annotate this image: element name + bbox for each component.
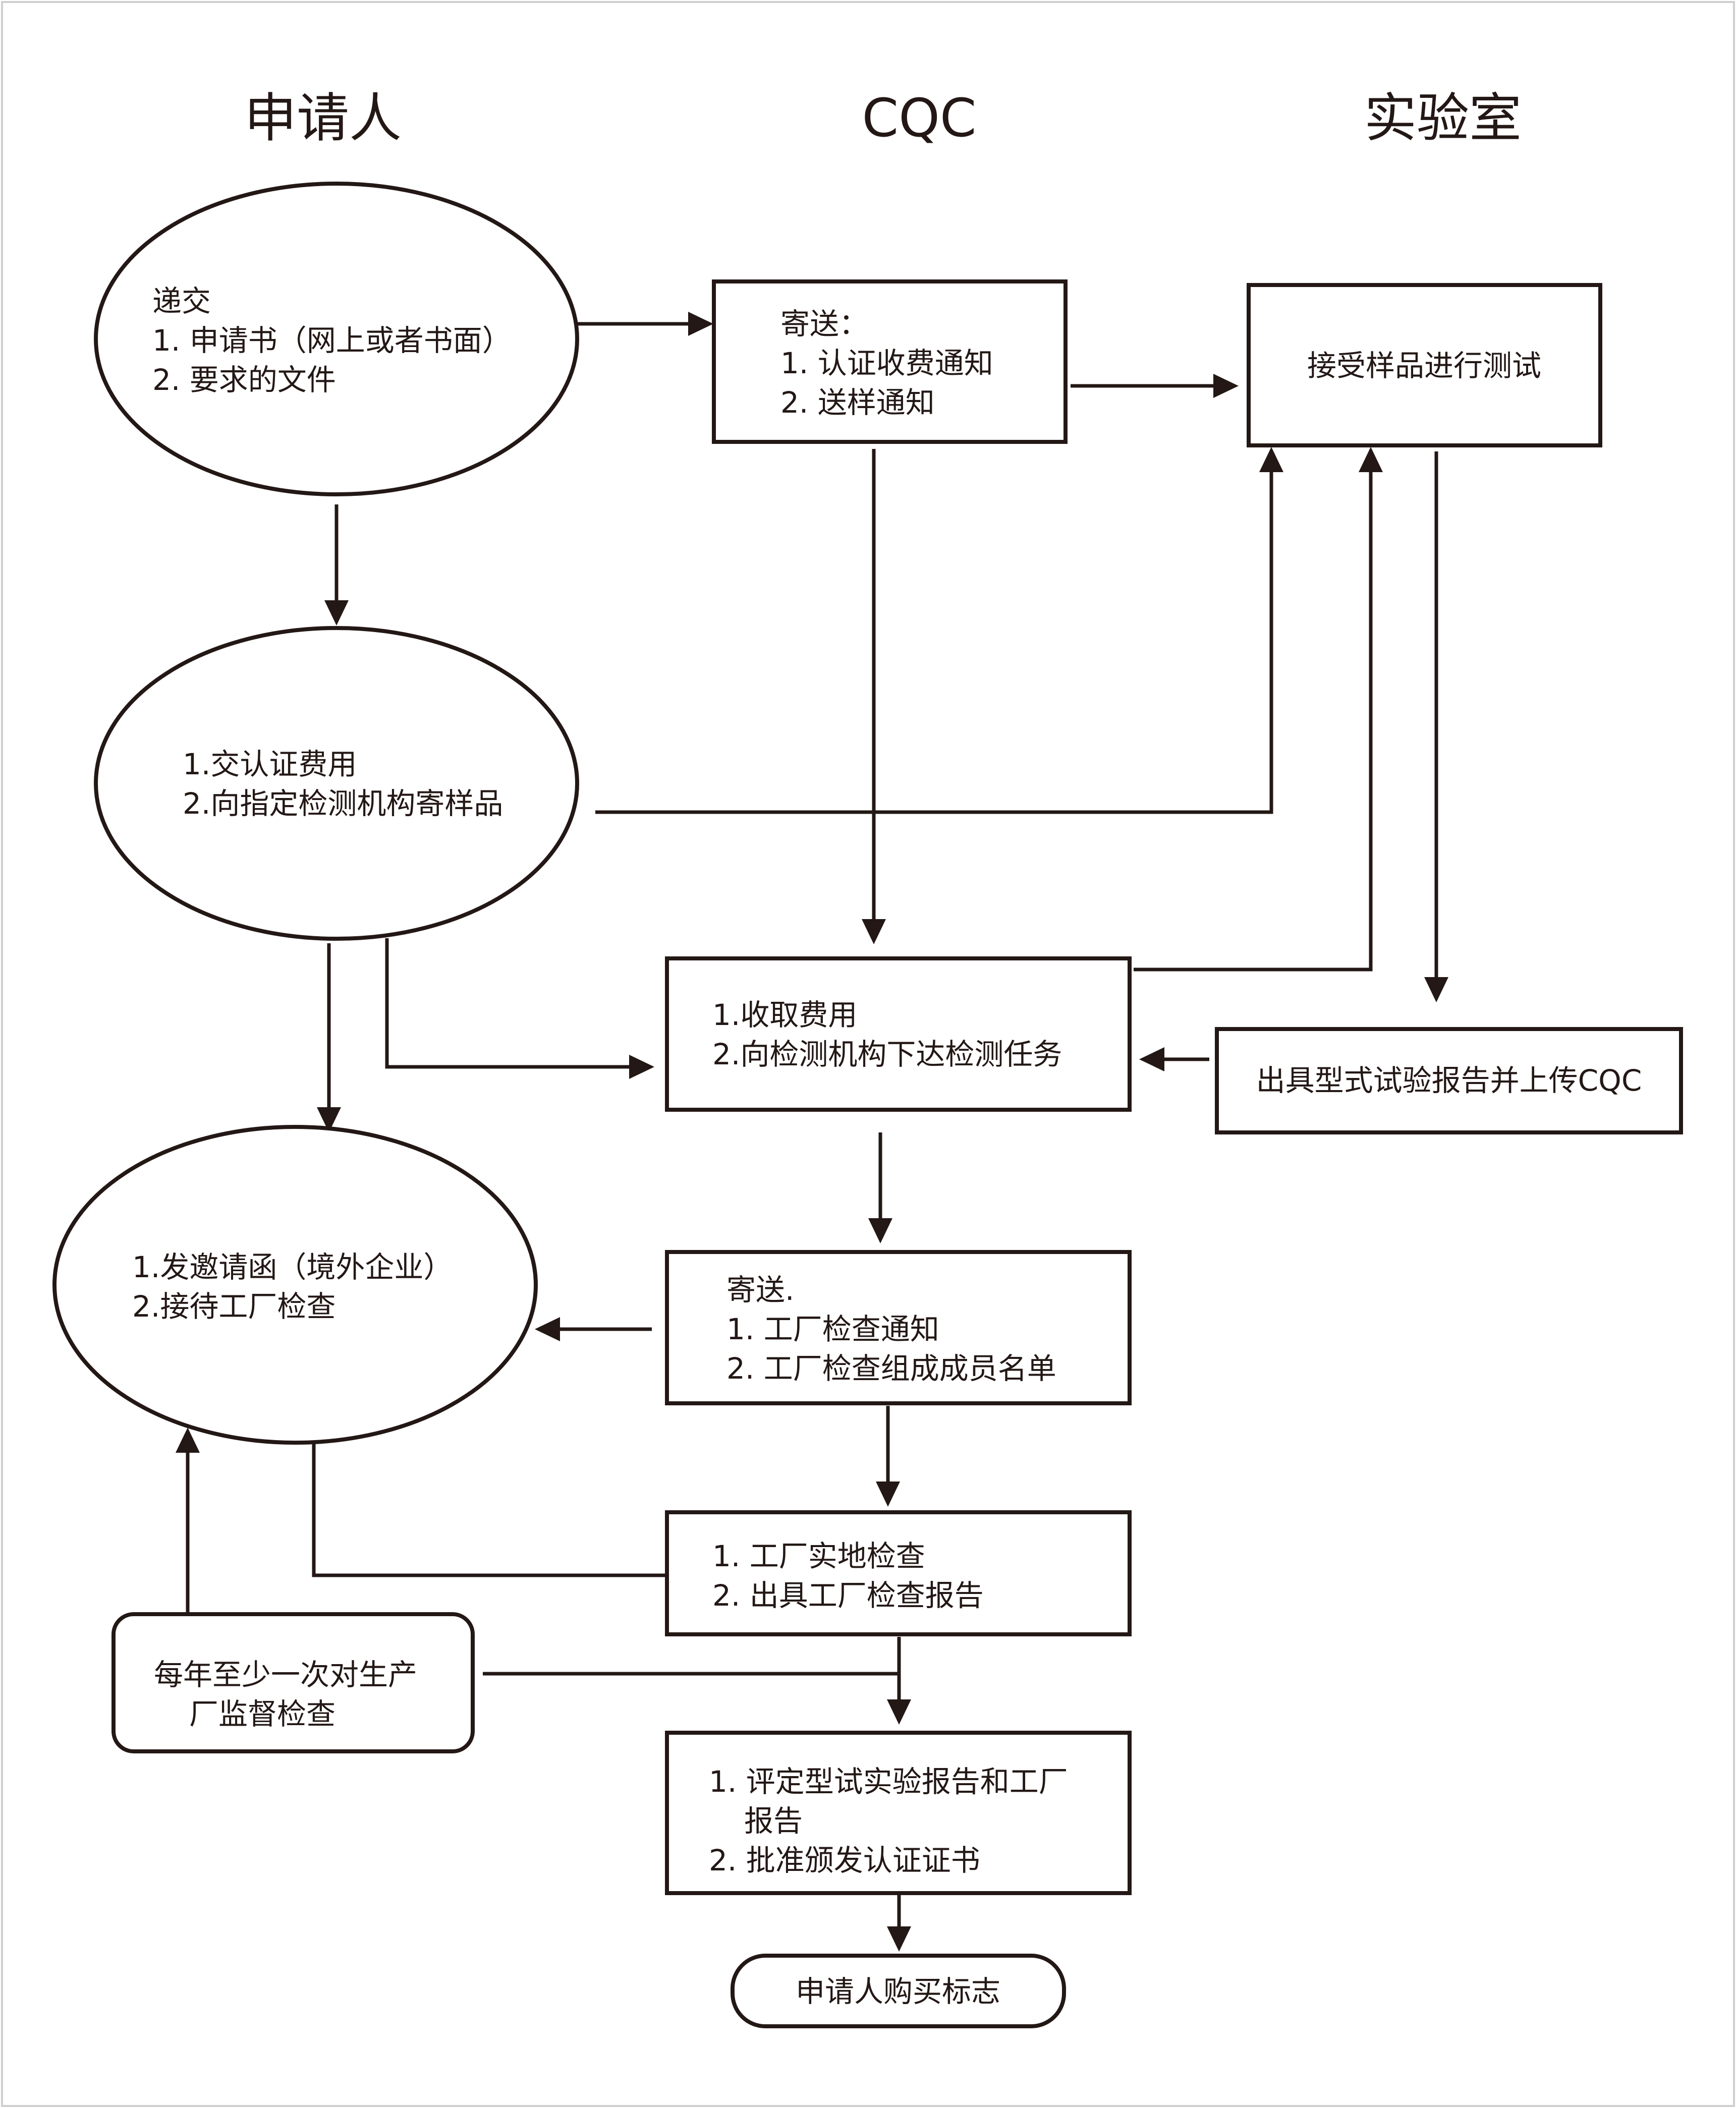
node-send-inspection-line-3: 2. 工厂检查组成成员名单 (726, 1351, 1056, 1386)
node-lab-test: 接受样品进行测试 (1247, 283, 1602, 447)
node-submit-line-2: 1. 申请书（网上或者书面） (152, 323, 512, 358)
node-onsite-line-1: 1. 工厂实地检查 (712, 1539, 925, 1573)
arrowhead (887, 1699, 911, 1725)
node-submit-line-3: 2. 要求的文件 (152, 363, 336, 397)
node-annual-line-2: 厂监督检查 (189, 1697, 335, 1731)
node-annual-line-1: 每年至少一次对生产 (154, 1658, 417, 1692)
node-submit-line-1: 递交 (152, 284, 211, 318)
column-header-lab: 实验室 (1364, 87, 1522, 149)
node-send-notice-line-1: 寄送： (780, 307, 868, 341)
node-pay-ship: 1.交认证费用 2.向指定检测机构寄样品 (94, 626, 579, 941)
connector-pay-to-lab (595, 471, 1273, 814)
node-send-notice-line-2: 1. 认证收费通知 (780, 346, 993, 380)
node-send-notice: 寄送： 1. 认证收费通知 2. 送样通知 (712, 279, 1068, 444)
node-type-report: 出具型式试验报告并上传CQC (1215, 1027, 1683, 1134)
node-type-report-line-1: 出具型式试验报告并上传CQC (1256, 1063, 1642, 1098)
node-pay-ship-line-1: 1.交认证费用 (183, 747, 357, 781)
node-send-inspection-line-1: 寄送. (726, 1273, 794, 1307)
connector-collect-to-lab (1134, 471, 1373, 972)
arrowhead (535, 1317, 560, 1341)
column-header-applicant: 申请人 (244, 87, 402, 149)
arrowhead (317, 1107, 341, 1132)
arrowhead (887, 1926, 911, 1952)
node-invite-line-2: 2.接待工厂检查 (132, 1289, 335, 1324)
connectors (176, 312, 1448, 1952)
node-evaluate-line-1: 1. 评定型试实验报告和工厂 (709, 1764, 1068, 1799)
node-buy-mark-line-1: 申请人购买标志 (796, 1974, 1000, 2009)
arrowhead (688, 312, 713, 336)
node-evaluate-line-3: 2. 批准颁发认证证书 (709, 1843, 980, 1877)
node-collect-fee-line-1: 1.收取费用 (712, 998, 857, 1032)
arrowhead (324, 600, 349, 625)
arrowhead (1424, 977, 1448, 1002)
node-send-inspection: 寄送. 1. 工厂检查通知 2. 工厂检查组成成员名单 (665, 1250, 1132, 1405)
node-onsite: 1. 工厂实地检查 2. 出具工厂检查报告 (665, 1510, 1132, 1636)
arrowhead (1259, 447, 1283, 472)
connector-invite-to-onsite (312, 1443, 667, 1577)
arrowhead (1139, 1047, 1164, 1071)
arrowhead (629, 1055, 654, 1079)
connector-pay-to-collect (385, 938, 631, 1069)
node-evaluate: 1. 评定型试实验报告和工厂 报告 2. 批准颁发认证证书 (665, 1731, 1132, 1895)
arrowhead (868, 1218, 892, 1243)
node-collect-fee: 1.收取费用 2.向检测机构下达检测任务 (665, 956, 1132, 1112)
node-evaluate-line-2: 报告 (744, 1804, 803, 1838)
node-send-inspection-line-2: 1. 工厂检查通知 (726, 1312, 939, 1346)
node-collect-fee-line-2: 2.向检测机构下达检测任务 (712, 1037, 1062, 1071)
node-invite: 1.发邀请函（境外企业） 2.接待工厂检查 (52, 1125, 538, 1445)
node-invite-line-1: 1.发邀请函（境外企业） (132, 1250, 453, 1284)
node-submit: 递交 1. 申请书（网上或者书面） 2. 要求的文件 (94, 182, 579, 496)
node-buy-mark: 申请人购买标志 (731, 1954, 1066, 2028)
arrowhead (876, 1482, 900, 1507)
node-send-notice-line-3: 2. 送样通知 (780, 385, 935, 420)
node-annual: 每年至少一次对生产 厂监督检查 (111, 1612, 475, 1753)
column-header-cqc: CQC (862, 87, 976, 149)
node-lab-test-line-1: 接受样品进行测试 (1307, 349, 1541, 383)
arrowhead (862, 919, 886, 944)
node-pay-ship-line-2: 2.向指定检测机构寄样品 (183, 786, 503, 821)
arrowhead (176, 1428, 200, 1453)
arrowhead (1359, 447, 1383, 472)
arrowhead (1213, 374, 1239, 398)
node-onsite-line-2: 2. 出具工厂检查报告 (712, 1578, 984, 1613)
